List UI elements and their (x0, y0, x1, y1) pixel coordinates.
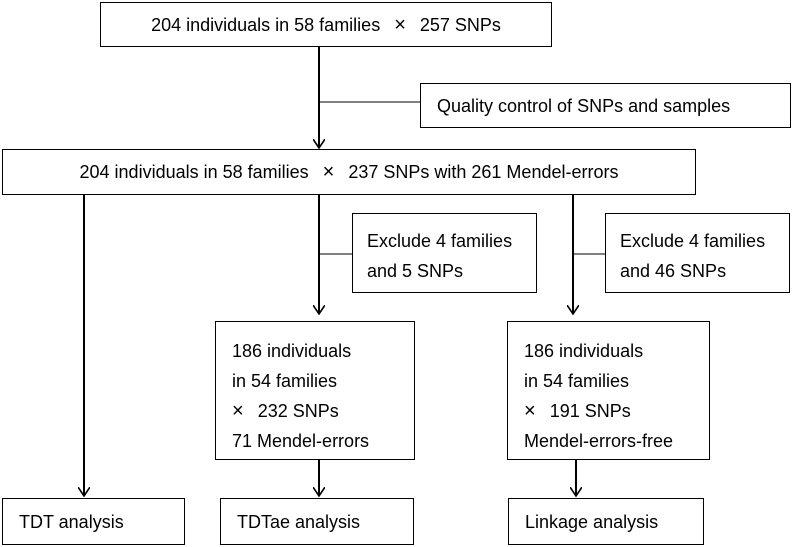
times-symbol: × (322, 161, 335, 183)
tdtae-line2: in 54 families (232, 371, 338, 391)
linkage-analysis-text: Linkage analysis (525, 511, 659, 532)
linkage-line1: 186 individuals (524, 341, 644, 361)
tdtae-input-box: 186 individuals in 54 families × 232 SNPs… (215, 321, 415, 460)
linkage-snp-count: 191 SNPs (549, 401, 631, 421)
top-box: 204 individuals in 58 families × 257 SNP… (100, 2, 552, 47)
tdt-analysis-text: TDT analysis (19, 511, 124, 532)
linkage-line4: Mendel-errors-free (524, 431, 674, 451)
exclude-left-line2: and 5 SNPs (367, 261, 464, 281)
tdt-analysis-box: TDT analysis (2, 498, 185, 545)
tdtae-line1: 186 individuals (232, 341, 352, 361)
qc-box: Quality control of SNPs and samples (420, 83, 791, 128)
qc-box-text: Quality control of SNPs and samples (437, 95, 731, 116)
exclude-left-line1: Exclude 4 families (367, 231, 513, 251)
exclude-right-line2: and 46 SNPs (620, 261, 727, 281)
linkage-input-box: 186 individuals in 54 families × 191 SNPs… (507, 321, 710, 460)
tdtae-analysis-text: TDTae analysis (237, 511, 361, 532)
linkage-line3: × 191 SNPs (524, 396, 709, 426)
exclude-right-line1: Exclude 4 families (620, 231, 766, 251)
tdtae-line4: 71 Mendel-errors (232, 431, 370, 451)
exclude-left-box: Exclude 4 families and 5 SNPs (352, 213, 537, 293)
top-box-left-text: 204 individuals in 58 families (151, 14, 381, 35)
tdtae-snp-count: 232 SNPs (257, 401, 339, 421)
linkage-line2: in 54 families (524, 371, 630, 391)
tdtae-line3: × 232 SNPs (232, 396, 414, 426)
tdtae-analysis-box: TDTae analysis (220, 498, 414, 545)
mid-box-left-text: 204 individuals in 58 families (79, 162, 309, 182)
top-box-right-text: 257 SNPs (419, 14, 501, 35)
times-symbol: × (394, 13, 406, 36)
mid-box-right-text: 237 SNPs with 261 Mendel-errors (348, 162, 619, 182)
mid-box: 204 individuals in 58 families × 237 SNP… (2, 149, 696, 195)
exclude-right-box: Exclude 4 families and 46 SNPs (605, 213, 790, 293)
times-symbol: × (524, 400, 536, 422)
times-symbol: × (232, 400, 244, 422)
linkage-analysis-box: Linkage analysis (508, 498, 704, 545)
